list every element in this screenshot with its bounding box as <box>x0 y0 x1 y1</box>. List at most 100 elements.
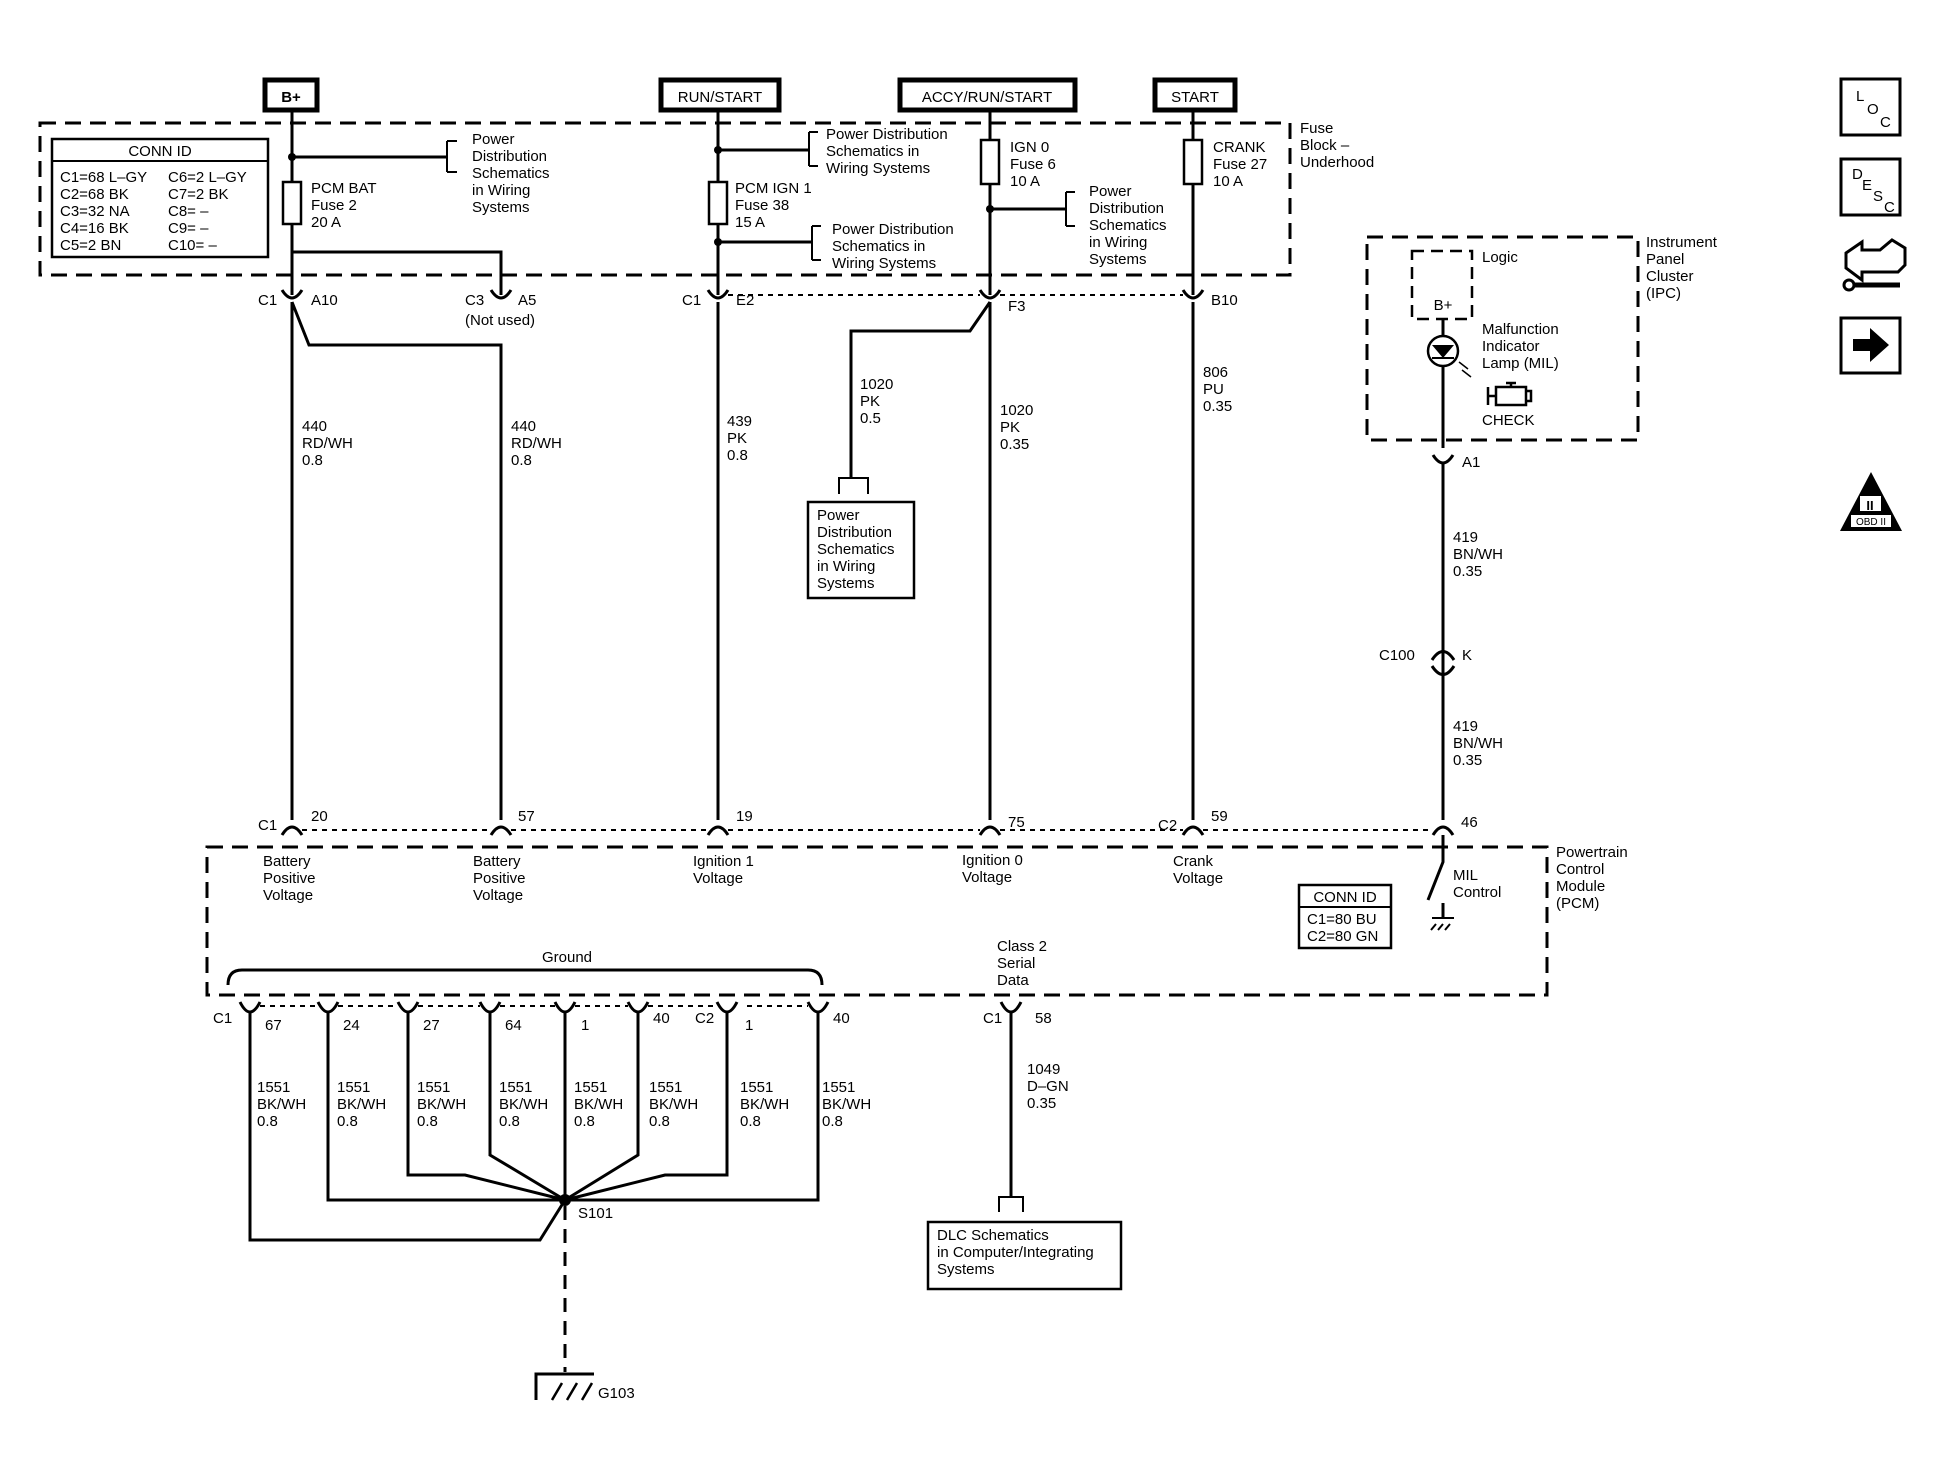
connector-label: 58 <box>1035 1010 1052 1027</box>
svg-text:OBD II: OBD II <box>1856 517 1886 528</box>
pcm-outline <box>205 845 1549 997</box>
connector-label: 24 <box>343 1017 360 1034</box>
ref-power-distribution-top: Power Distribution Schematics in Wiring … <box>826 126 952 177</box>
power-source-run-start: RUN/START <box>658 77 782 113</box>
pcm-input-ignition-1-voltage: Ignition 1 Voltage <box>693 853 758 887</box>
connector-label: C2 <box>695 1010 714 1027</box>
ipc-logic-label: Logic <box>1482 249 1518 266</box>
svg-text:L: L <box>1856 88 1864 105</box>
fuse-pcm-bat-label: PCM BAT Fuse 2 20 A <box>311 180 380 231</box>
fuse-block-connector-b10 <box>1181 289 1205 300</box>
connector-label: 40 <box>833 1010 850 1027</box>
diagnostic-connector-tools-icon[interactable] <box>1842 238 1907 292</box>
connector-label: 1 <box>581 1017 589 1034</box>
connector-label: C1 <box>682 292 701 309</box>
connector-label: 57 <box>518 808 535 825</box>
connector-label: C100 <box>1379 647 1415 664</box>
connector-label: 59 <box>1211 808 1228 825</box>
pcm-input-crank-voltage: Crank Voltage <box>1173 853 1223 887</box>
connector-label: A10 <box>311 292 338 309</box>
ref-bracket <box>808 131 818 167</box>
wire-label-1020-pds: 1020 PK 0.5 <box>860 376 898 427</box>
mil-control-switch <box>1426 835 1454 931</box>
desc-button-icon[interactable]: D E S C <box>1839 157 1902 217</box>
splice-label: S101 <box>578 1205 613 1222</box>
ref-power-distribution-box: Power Distribution Schematics in Wiring … <box>806 500 916 600</box>
conn-id-title: CONN ID <box>1313 889 1377 906</box>
fuse-block-label: Fuse Block – Underhood <box>1300 120 1374 171</box>
connector-label: 75 <box>1008 814 1025 831</box>
connector-label: C3 <box>465 292 484 309</box>
conn-id-cell: C2=68 BK <box>60 186 129 203</box>
pcm-connector-19 <box>706 825 730 836</box>
pcm-connector-58 <box>999 1001 1023 1014</box>
ref-dlc-box: DLC Schematics in Computer/Integrating S… <box>926 1220 1123 1291</box>
connector-label: 19 <box>736 808 753 825</box>
wire-label-439: 439 PK 0.8 <box>727 413 756 464</box>
power-source-accy-run-start: ACCY/RUN/START <box>897 77 1078 113</box>
connector-label: 20 <box>311 808 328 825</box>
check-label: CHECK <box>1482 412 1535 429</box>
fuse-pcm-ign1 <box>707 180 729 226</box>
fuse-block-connector-f3 <box>978 289 1002 300</box>
ground-icon <box>1430 917 1454 931</box>
ipc-label: Instrument Panel Cluster (IPC) <box>1646 234 1721 302</box>
check-engine-icon <box>1486 381 1533 407</box>
pcm-connector-57 <box>489 825 513 836</box>
ref-bracket <box>1065 191 1075 227</box>
power-source-bplus: B+ <box>262 77 320 113</box>
ground-g103-icon <box>534 1372 594 1401</box>
connector-label: A1 <box>1462 454 1480 471</box>
ipc-bplus-label: B+ <box>1434 297 1453 314</box>
wire-label-806: 806 PU 0.35 <box>1203 364 1232 415</box>
loc-button-icon[interactable]: L O C <box>1839 77 1902 137</box>
splice-s101-dot <box>559 1194 571 1206</box>
fuse-block-conn-id-table: CONN ID C1=68 L–GY C6=2 L–GY C2=68 BK C7… <box>50 137 270 259</box>
pcm-class2-serial-data-label: Class 2 Serial Data <box>997 938 1051 989</box>
wire-label-419-a: 419 BN/WH 0.35 <box>1453 529 1507 580</box>
pcm-connector-20 <box>280 825 304 836</box>
pcm-label: Powertrain Control Module (PCM) <box>1556 844 1632 912</box>
power-source-accy-run-start-label: ACCY/RUN/START <box>922 89 1052 106</box>
connector-label: 1 <box>745 1017 753 1034</box>
svg-text:E: E <box>1862 177 1872 194</box>
connector-label: C1 <box>258 817 277 834</box>
connector-label: 64 <box>505 1017 522 1034</box>
svg-text:C: C <box>1880 114 1891 131</box>
mil-label: Malfunction Indicator Lamp (MIL) <box>1482 321 1563 372</box>
connector-label: A5 <box>518 292 536 309</box>
conn-id-cell: C10= – <box>168 237 217 254</box>
power-source-start-label: START <box>1171 89 1219 106</box>
fuse-block-connector-c1-a10 <box>280 289 304 300</box>
next-arrow-icon[interactable] <box>1839 316 1902 375</box>
fuse-block-connector-e2 <box>706 289 730 300</box>
pcm-connector-46 <box>1431 825 1455 836</box>
pcm-ground-label: Ground <box>542 949 592 966</box>
ground-point-label: G103 <box>598 1385 635 1402</box>
connector-label: B10 <box>1211 292 1238 309</box>
mil-bulb-icon <box>1426 334 1472 378</box>
connector-label: 67 <box>265 1017 282 1034</box>
fuse-ign0-label: IGN 0 Fuse 6 10 A <box>1010 139 1060 190</box>
wire-label-419-b: 419 BN/WH 0.35 <box>1453 718 1507 769</box>
fuse-crank-label: CRANK Fuse 27 10 A <box>1213 139 1271 190</box>
wire-440-to-pcm-57 <box>290 301 503 820</box>
connector-label: C2 <box>1158 817 1177 834</box>
svg-text:C: C <box>1884 199 1895 216</box>
connector-label: 27 <box>423 1017 440 1034</box>
fuse-block-connector-c3-a5 <box>489 289 513 300</box>
conn-id-cell: C8= – <box>168 203 209 220</box>
ref-bracket <box>998 1196 1024 1212</box>
fuse-pcm-bat <box>281 180 303 226</box>
connector-label: C1 <box>983 1010 1002 1027</box>
conn-id-cell: C5=2 BN <box>60 237 121 254</box>
wire-label-1020-pcm: 1020 PK 0.35 <box>1000 402 1038 453</box>
